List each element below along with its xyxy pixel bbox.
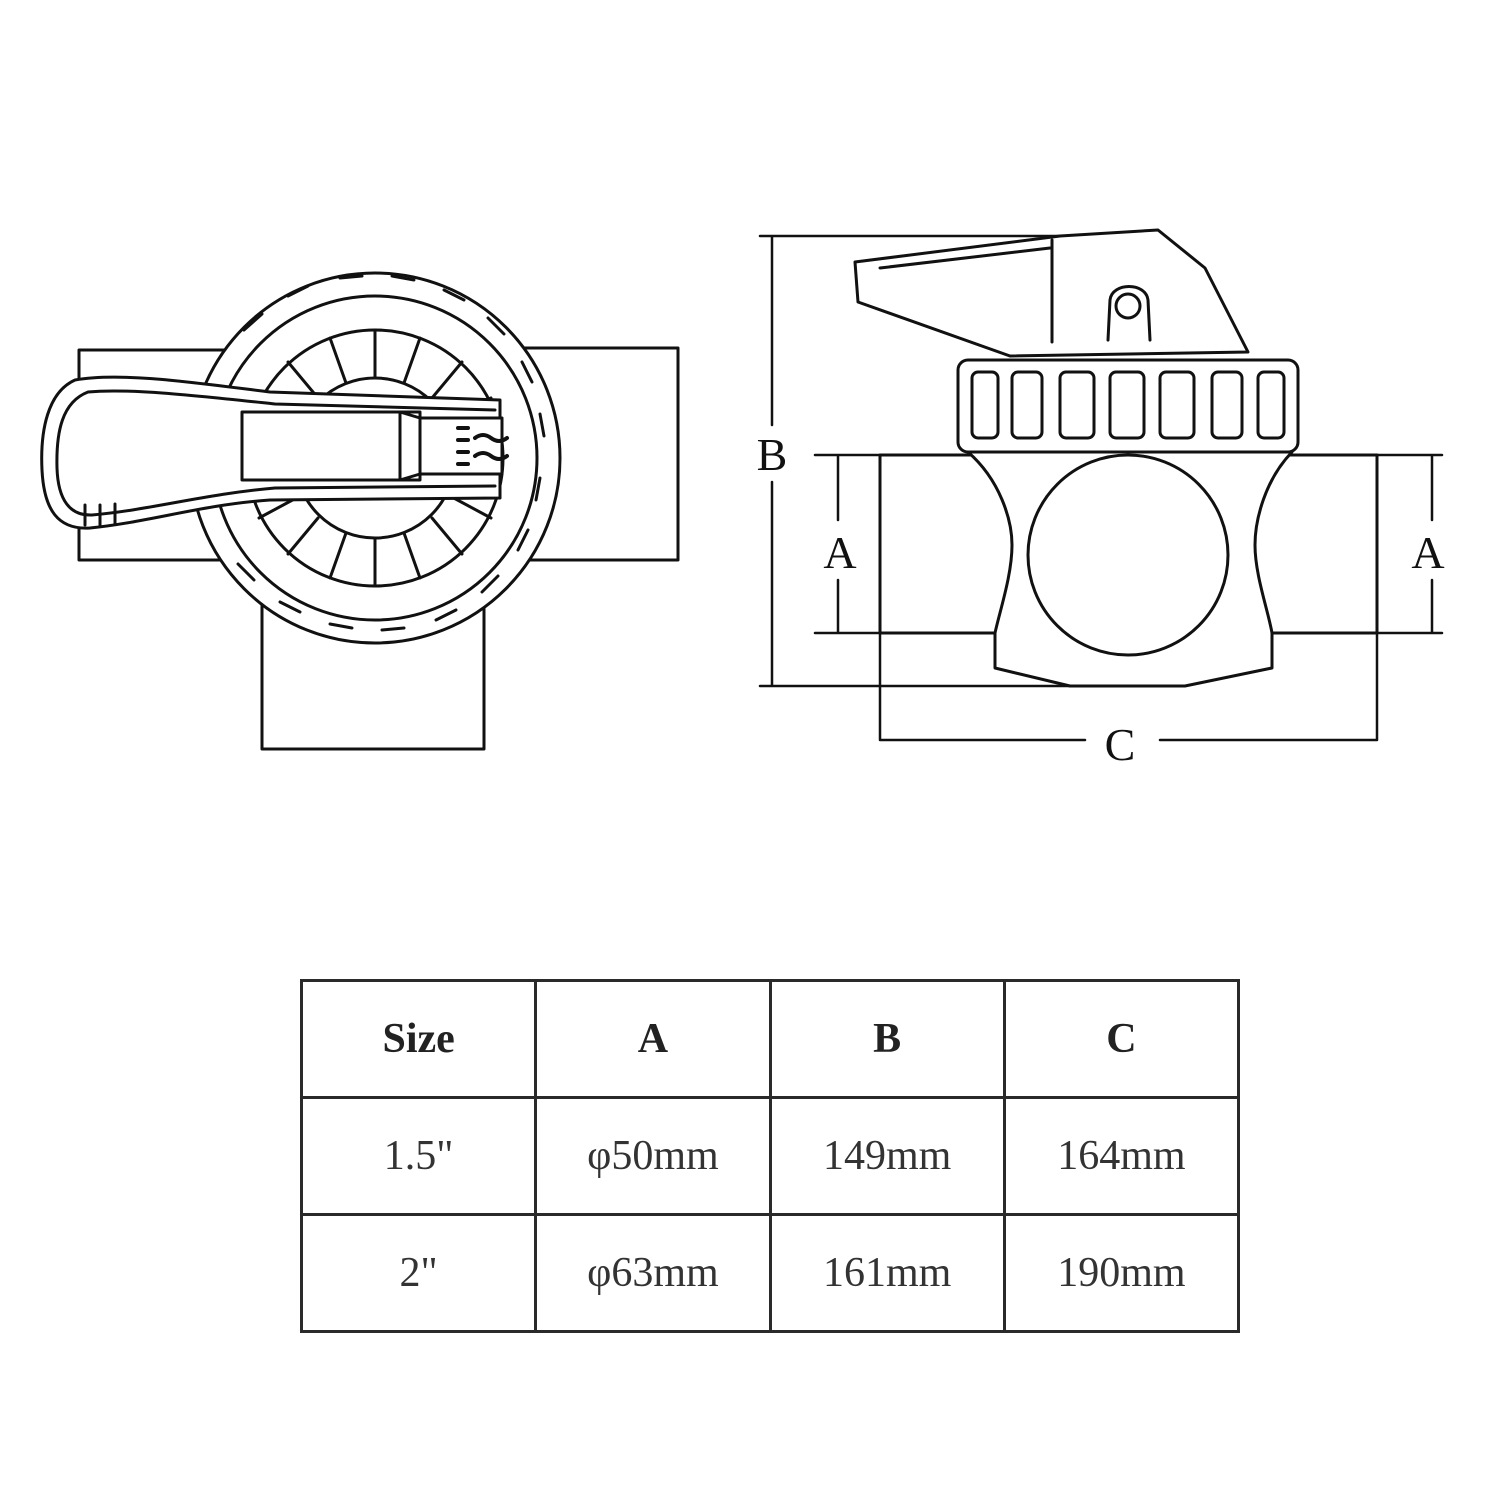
cell-b: 161mm bbox=[768, 1213, 1006, 1333]
valve-top-view bbox=[40, 271, 680, 751]
table-row: 1.5" φ50mm 149mm 164mm bbox=[299, 1096, 1241, 1216]
dim-label-a-left: A bbox=[823, 527, 856, 578]
lock-block bbox=[240, 410, 422, 482]
cell-size: 2" bbox=[299, 1213, 538, 1333]
valve-drawing: B A A C bbox=[40, 228, 1445, 770]
header-c: C bbox=[1002, 979, 1241, 1099]
cell-c: 190mm bbox=[1002, 1213, 1241, 1333]
dim-label-a-right: A bbox=[1411, 527, 1444, 578]
table-row: 2" φ63mm 161mm 190mm bbox=[299, 1213, 1241, 1333]
cell-a: φ63mm bbox=[534, 1213, 772, 1333]
valve-side-view bbox=[853, 228, 1379, 688]
lock-indicator-icon bbox=[456, 426, 509, 466]
dim-label-c: C bbox=[1105, 719, 1136, 770]
pivot-pin bbox=[1114, 292, 1142, 320]
dimensions-table: Size A B C 1.5" φ50mm 149mm 164mm 2" φ63… bbox=[299, 979, 1241, 1333]
table-header-row: Size A B C bbox=[299, 979, 1241, 1099]
ring-teeth bbox=[970, 370, 1286, 440]
dimension-lines bbox=[758, 234, 1444, 742]
cell-c: 164mm bbox=[1002, 1096, 1241, 1216]
cell-a: φ50mm bbox=[534, 1096, 772, 1216]
cell-size: 1.5" bbox=[299, 1096, 538, 1216]
center-housing bbox=[966, 450, 1294, 688]
center-bore bbox=[1026, 453, 1230, 657]
dim-label-b: B bbox=[757, 429, 788, 480]
cell-b: 149mm bbox=[768, 1096, 1006, 1216]
header-b: B bbox=[768, 979, 1006, 1099]
header-size: Size bbox=[299, 979, 538, 1099]
cap-serrations bbox=[236, 274, 546, 632]
header-a: A bbox=[534, 979, 772, 1099]
